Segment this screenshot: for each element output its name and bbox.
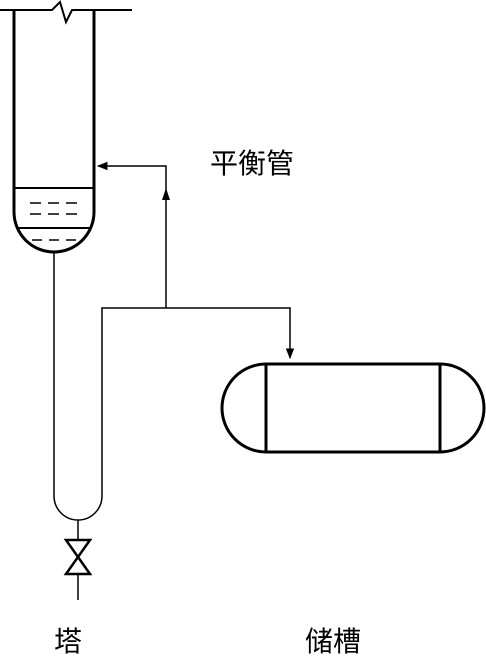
balance-pipe-label: 平衡管 [210, 147, 295, 180]
tower-column [12, 10, 96, 254]
storage-tank [220, 362, 486, 454]
column-top-break-line [0, 0, 132, 25]
tower-label: 塔 [54, 625, 83, 658]
drain-valve [63, 538, 93, 576]
liquid-seal-u-pipe [53, 252, 295, 521]
storage-tank-label: 储槽 [305, 625, 362, 658]
balance-pipe [96, 161, 167, 308]
balance-pipe-flow-arrow [162, 188, 170, 200]
